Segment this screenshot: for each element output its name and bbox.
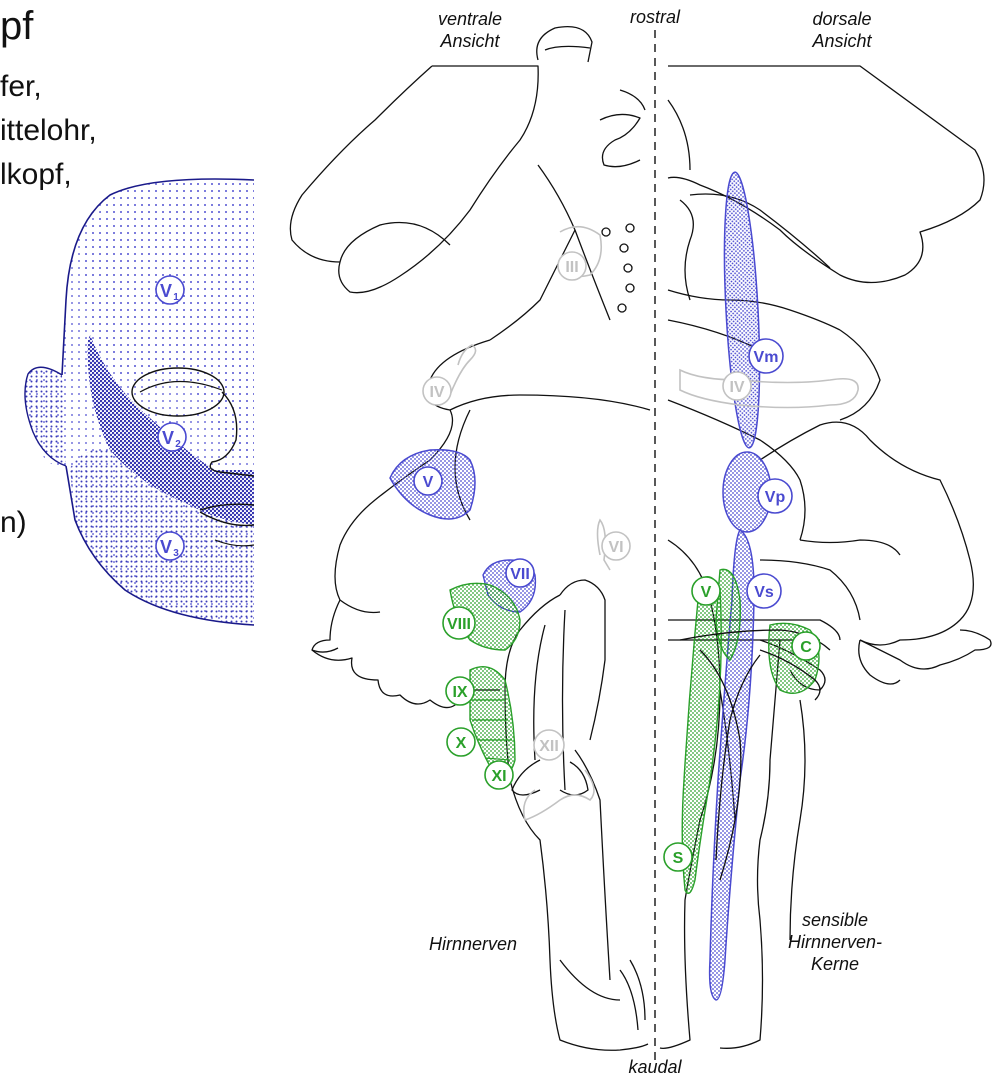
- nucleus-Vm-label: Vm: [754, 349, 779, 366]
- nucleus-C-label: C: [800, 639, 812, 656]
- kaudal-label: kaudal: [610, 1056, 700, 1078]
- dorsal-view-label-2: Ansicht: [782, 30, 902, 52]
- ventral-view-label-1: ventrale: [410, 8, 530, 30]
- nerve-VII-label: VII: [510, 566, 530, 583]
- nucleus-Vp-label: Vp: [765, 489, 786, 506]
- nerve-VI-label: VI: [608, 539, 623, 556]
- nerve-XII-label: XII: [539, 738, 559, 755]
- nerve-IX-label: IX: [452, 684, 467, 701]
- sensible-label-1: sensible: [770, 909, 900, 931]
- nerve-XI-label: XI: [491, 768, 506, 785]
- sensible-label-2: Hirnnerven-: [770, 931, 900, 953]
- rostral-label: rostral: [610, 6, 700, 28]
- nerve-V-label: V: [423, 474, 434, 491]
- nucleus-IV-label: IV: [729, 379, 744, 396]
- nucleus-V-label: V: [701, 584, 712, 601]
- hirnnerven-label: Hirnnerven: [408, 933, 538, 955]
- nerve-IV-label: IV: [429, 384, 444, 401]
- nucleus-Vs-label: Vs: [754, 584, 774, 601]
- nucleus-S-label: S: [673, 850, 684, 867]
- sensible-label-3: Kerne: [770, 953, 900, 975]
- dorsal-view-label-1: dorsale: [782, 8, 902, 30]
- ventral-view-label-2: Ansicht: [410, 30, 530, 52]
- nerve-VIII-label: VIII: [447, 616, 471, 633]
- nerve-III-label: III: [565, 259, 578, 276]
- nerve-X-label: X: [456, 735, 467, 752]
